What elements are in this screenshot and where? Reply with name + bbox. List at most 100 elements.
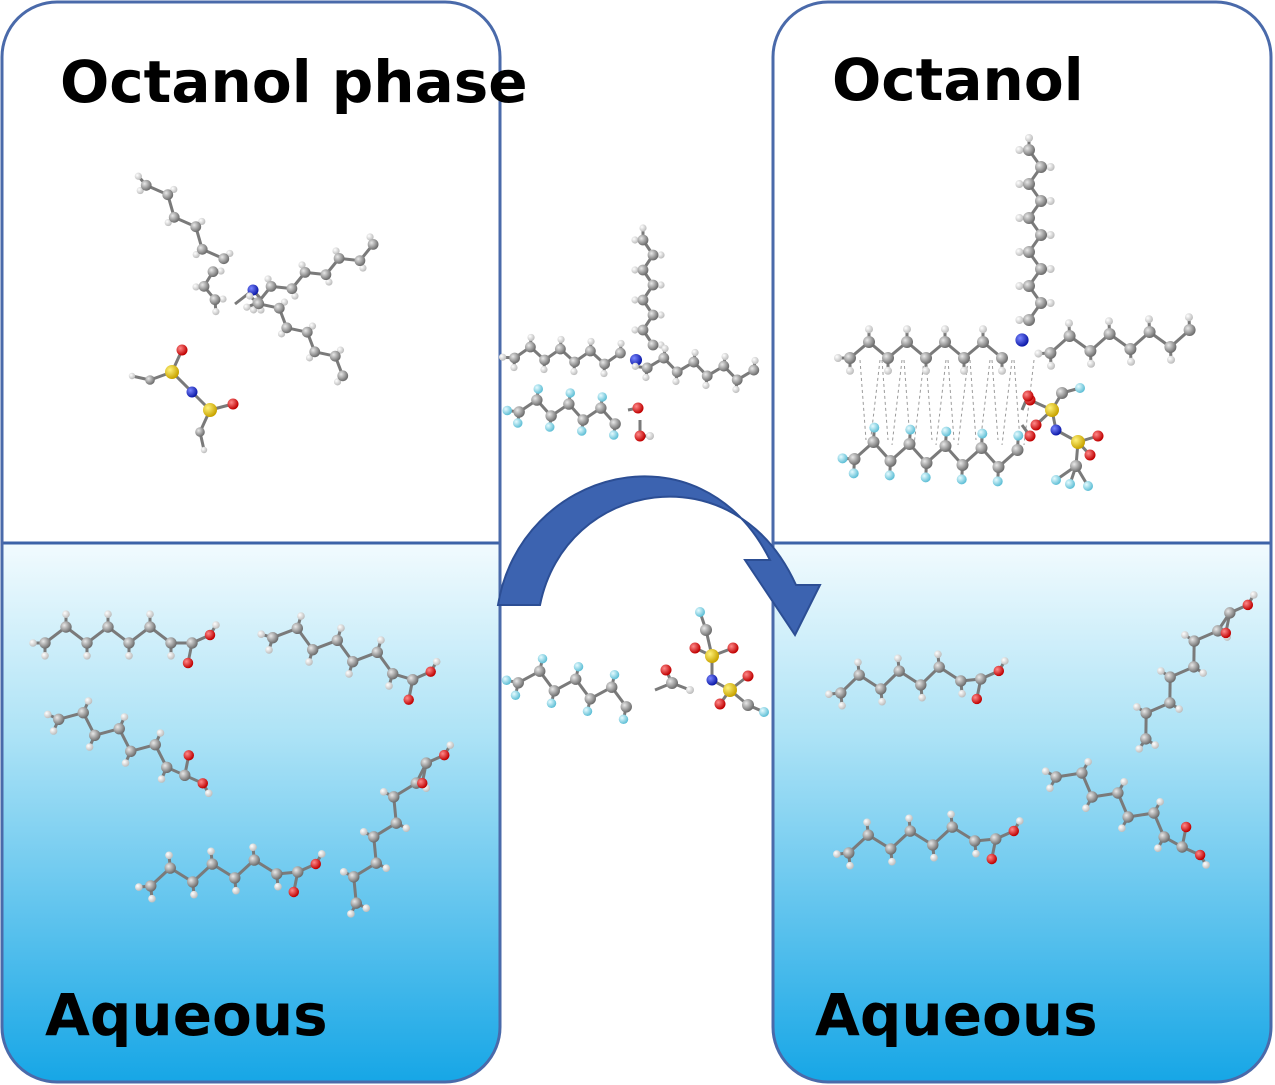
hydrogen-atom bbox=[833, 850, 841, 858]
hydrogen-atom bbox=[1154, 844, 1162, 852]
carbon-atom bbox=[867, 436, 880, 449]
hydrogen-atom bbox=[204, 789, 213, 798]
hydrogen-atom bbox=[922, 366, 930, 375]
carbon-atom bbox=[348, 871, 360, 883]
hydrogen-atom bbox=[347, 910, 355, 918]
sulfur-atom bbox=[165, 365, 179, 379]
carbon-atom bbox=[1176, 841, 1188, 853]
carbon-atom bbox=[39, 637, 51, 649]
hydrogen-atom bbox=[510, 363, 518, 372]
carbon-atom bbox=[843, 847, 855, 859]
right-octanol-label: Octanol bbox=[832, 46, 1084, 114]
hydrogen-atom bbox=[291, 292, 299, 300]
carbon-atom bbox=[915, 679, 927, 691]
carbon-atom bbox=[1023, 314, 1035, 326]
hydrogen-atom bbox=[930, 853, 938, 862]
carbon-atom bbox=[161, 761, 173, 774]
interaction-line bbox=[935, 359, 947, 446]
carbon-atom bbox=[563, 398, 575, 410]
carbon-atom bbox=[1148, 807, 1160, 819]
hydrogen-atom bbox=[686, 686, 694, 694]
hydrogen-atom bbox=[446, 741, 455, 749]
carbon-atom bbox=[265, 280, 277, 292]
hydrogen-atom bbox=[540, 365, 548, 374]
carbon-atom bbox=[534, 665, 546, 677]
carbon-atom bbox=[1035, 263, 1047, 275]
hydrogen-atom bbox=[499, 353, 507, 361]
carbon-atom bbox=[606, 681, 618, 693]
fluorine-atom bbox=[941, 426, 952, 437]
hydrogen-atom bbox=[1034, 349, 1043, 358]
carbon-atom bbox=[113, 722, 125, 735]
hydrogen-atom bbox=[657, 281, 665, 289]
hydrogen-atom bbox=[1184, 313, 1193, 322]
hydrogen-atom bbox=[846, 861, 854, 870]
hydrogen-atom bbox=[1041, 767, 1050, 775]
hydrogen-atom bbox=[297, 612, 305, 620]
hydrogen-atom bbox=[29, 639, 37, 647]
oxygen-atom bbox=[183, 750, 194, 761]
carbon-atom bbox=[1011, 444, 1024, 457]
carbon-atom bbox=[1140, 707, 1152, 719]
hydrogen-atom bbox=[249, 306, 258, 314]
hydrogen-atom bbox=[336, 346, 345, 354]
interaction-line bbox=[969, 359, 977, 441]
hydrogen-atom bbox=[1104, 317, 1113, 326]
hydrogen-atom bbox=[192, 283, 200, 291]
carbon-atom bbox=[165, 637, 177, 649]
hydrogen-atom bbox=[639, 224, 647, 232]
fluorine-atom bbox=[546, 698, 557, 709]
hydrogen-atom bbox=[377, 636, 385, 644]
sulfur-atom bbox=[1045, 403, 1059, 417]
carbon-atom bbox=[599, 358, 611, 370]
carbon-atom bbox=[162, 189, 174, 201]
carbon-atom bbox=[207, 266, 219, 278]
hydrogen-atom bbox=[146, 610, 154, 618]
hydrogen-atom bbox=[125, 652, 133, 660]
oxygen-atom bbox=[971, 693, 983, 705]
hydrogen-atom bbox=[854, 658, 862, 667]
hydrogen-atom bbox=[339, 868, 348, 876]
carbon-atom bbox=[569, 356, 581, 368]
carbon-atom bbox=[198, 280, 210, 292]
carbon-atom bbox=[89, 729, 101, 742]
carbon-atom bbox=[990, 833, 1002, 845]
hydrogen-atom bbox=[134, 172, 142, 180]
fluorine-atom bbox=[576, 426, 587, 436]
hydrogen-atom bbox=[366, 233, 374, 241]
hydrogen-atom bbox=[691, 348, 699, 357]
hydrogen-atom bbox=[1133, 703, 1141, 711]
carbon-atom bbox=[548, 685, 560, 697]
hydrogen-atom bbox=[878, 697, 886, 706]
hydrogen-atom bbox=[305, 354, 314, 362]
oxygen-atom bbox=[204, 629, 216, 641]
carbon-atom bbox=[956, 458, 969, 471]
hydrogen-atom bbox=[264, 275, 272, 283]
carbon-atom bbox=[281, 322, 293, 334]
hydrogen-atom bbox=[905, 814, 913, 823]
carbon-atom bbox=[637, 234, 649, 246]
hydrogen-atom bbox=[865, 325, 873, 334]
fluorine-atom bbox=[848, 468, 859, 479]
carbon-atom bbox=[595, 402, 607, 414]
carbon-atom bbox=[620, 701, 632, 713]
hydrogen-atom bbox=[84, 697, 93, 705]
carbon-atom bbox=[271, 868, 283, 880]
carbon-atom bbox=[1122, 811, 1134, 823]
hydrogen-atom bbox=[402, 824, 411, 832]
hydrogen-atom bbox=[1167, 355, 1176, 364]
fluorine-atom bbox=[992, 476, 1003, 487]
nitrogen-atom bbox=[186, 386, 198, 398]
carbon-atom bbox=[958, 352, 970, 364]
hydrogen-atom bbox=[998, 366, 1006, 375]
oxygen-atom bbox=[1194, 849, 1206, 861]
hydrogen-atom bbox=[1046, 163, 1055, 171]
interaction-line bbox=[991, 359, 999, 441]
carbon-atom bbox=[688, 356, 700, 368]
hydrogen-atom bbox=[600, 369, 608, 378]
sulfur-atom bbox=[1071, 435, 1085, 449]
carbon-atom bbox=[509, 352, 521, 364]
carbon-atom bbox=[331, 634, 343, 647]
fluorine-atom bbox=[1075, 383, 1085, 393]
carbon-atom bbox=[354, 255, 366, 267]
